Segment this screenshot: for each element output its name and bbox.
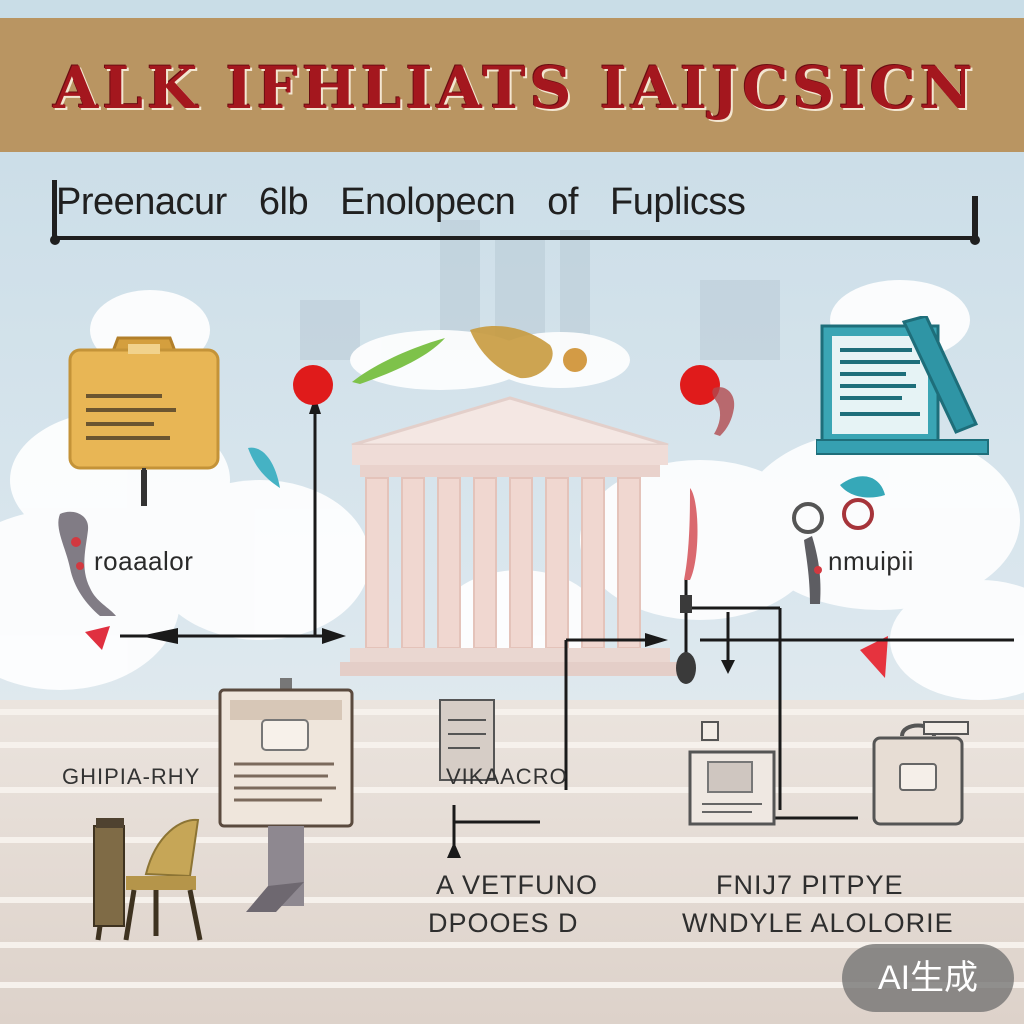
arrow-right-icon-2 xyxy=(645,633,668,647)
pin-node-icon-right xyxy=(680,365,720,405)
ai-generated-badge: AI生成 xyxy=(842,944,1014,1012)
arrow-up-icon xyxy=(309,396,321,414)
temple-icon xyxy=(340,396,680,676)
label-bottom-center-1: A VETFUNO xyxy=(436,870,599,900)
monitor-icon xyxy=(688,750,776,826)
label-right-mid: nmuipii xyxy=(828,546,914,576)
figure-icon-left xyxy=(58,511,116,616)
subtitle-left-tick xyxy=(50,180,60,245)
subtitle-right-tick xyxy=(970,196,980,245)
subtitle: Preenacur 6lb Enolopecn of Fuplicss xyxy=(56,181,746,223)
mini-tag-icon xyxy=(923,721,969,735)
tablet-icon xyxy=(816,316,989,455)
label-center-low: VIKAACRO xyxy=(446,764,568,789)
small-panel-icon xyxy=(439,699,495,781)
subtitle-underline xyxy=(54,236,976,240)
pendulum-weight-icon xyxy=(676,652,696,684)
header-banner xyxy=(0,18,1024,152)
arrow-down-icon xyxy=(721,660,735,674)
background-city-icon xyxy=(300,220,780,360)
label-left-low: GHIPIA-RHY xyxy=(62,764,201,789)
figure-icon-right xyxy=(792,498,874,604)
arrow-right-icon xyxy=(322,628,346,644)
tag-icon xyxy=(701,721,719,741)
pin-node-icon-left xyxy=(293,365,333,405)
briefcase-stand xyxy=(141,470,147,506)
label-bottom-right-2: WNDYLE ALOLORIE xyxy=(682,908,954,938)
arrow-left-icon xyxy=(140,628,178,644)
chair-icon xyxy=(93,818,203,941)
label-bottom-center-2: DPOOES D xyxy=(428,908,579,938)
briefcase-icon xyxy=(68,336,220,472)
figure-icon-top xyxy=(712,387,735,436)
label-left-mid: roaaalor xyxy=(94,546,194,576)
label-bottom-right-1: FNIJ7 PITPYE xyxy=(716,870,904,900)
sparkle-decorations xyxy=(85,325,888,678)
document-icon xyxy=(218,678,354,912)
arrow-up-icon-2 xyxy=(447,842,461,858)
briefcase-icon-2 xyxy=(872,723,964,826)
page-title: ALK IFHLIATS IAIJCSICN xyxy=(53,54,977,122)
